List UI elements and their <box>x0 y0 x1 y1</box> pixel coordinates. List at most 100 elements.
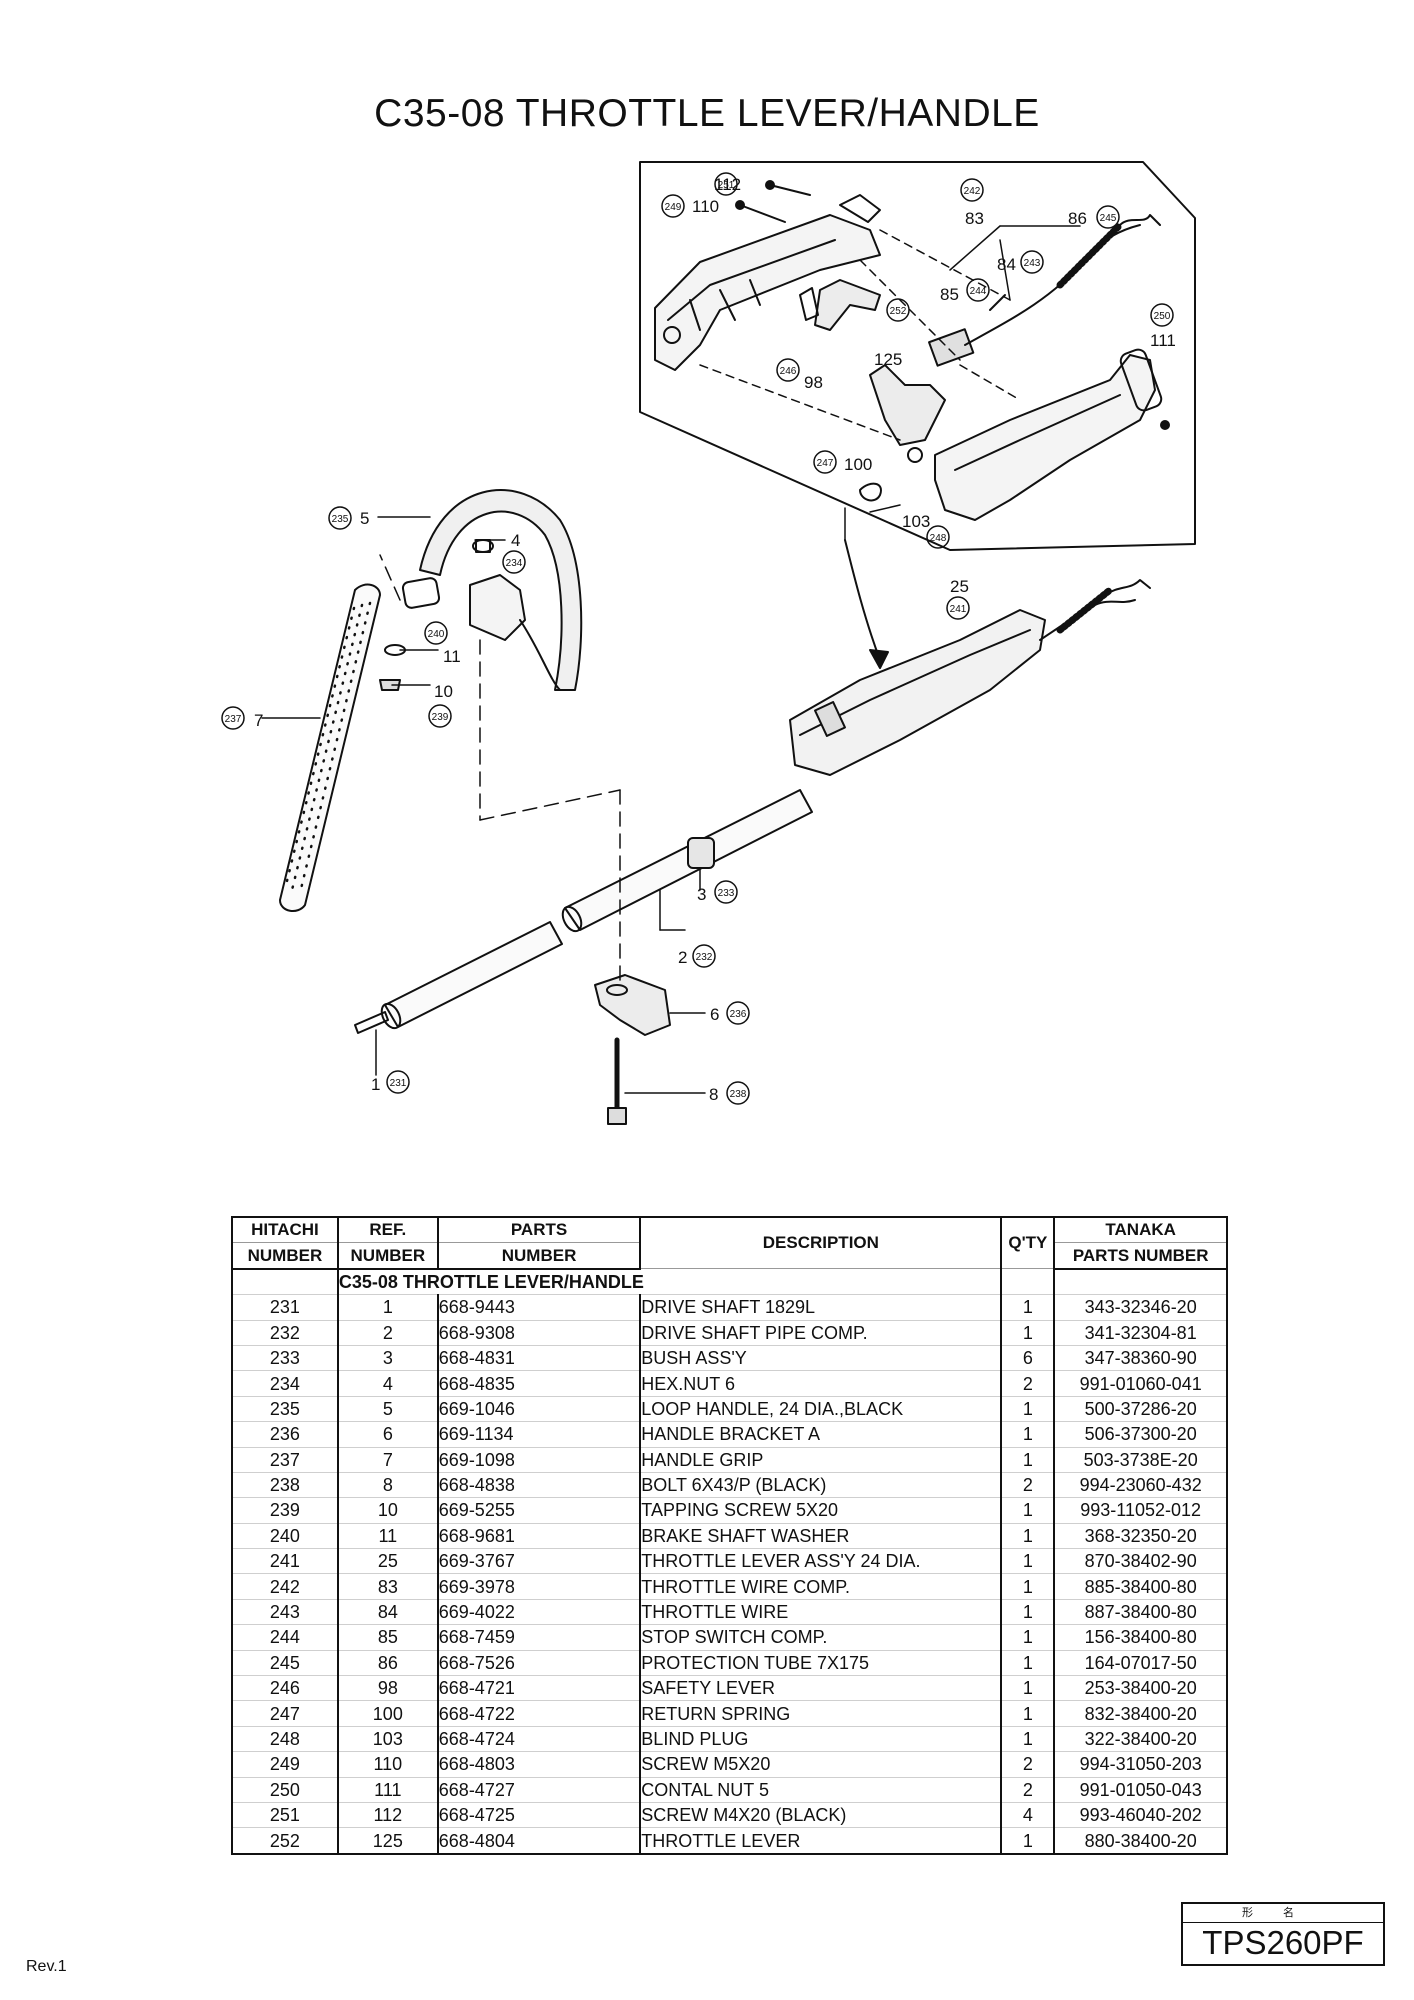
callout-hitachi-252: 252 <box>890 306 907 317</box>
parts-number-cell: 669-5255 <box>436 1497 642 1524</box>
hitachi-number-cell: 238 <box>231 1472 339 1499</box>
hitachi-number-cell: 245 <box>231 1650 339 1677</box>
description-cell: BUSH ASS'Y <box>639 1345 1003 1372</box>
callout-hitachi-232: 232 <box>696 952 713 963</box>
tanaka-number-cell: 322-38400-20 <box>1053 1726 1228 1753</box>
parts-number-cell: 669-1098 <box>436 1447 642 1473</box>
parts-number-cell: 669-3978 <box>436 1573 642 1600</box>
description-cell: THROTTLE LEVER <box>639 1827 1003 1855</box>
ref-number-cell: 125 <box>336 1827 439 1855</box>
parts-number-cell: 668-4725 <box>436 1802 642 1829</box>
callout-ref-1: 1 <box>371 1075 380 1094</box>
parts-number-cell: 668-7459 <box>436 1624 642 1651</box>
assembly-arrow <box>844 539 881 661</box>
ref-number-cell: 11 <box>336 1523 439 1550</box>
parts-number-cell: 668-4838 <box>436 1472 642 1499</box>
description-cell: DRIVE SHAFT 1829L <box>639 1294 1003 1321</box>
description-cell: LOOP HANDLE, 24 DIA.,BLACK <box>639 1396 1003 1423</box>
callout-hitachi-239: 239 <box>432 712 449 723</box>
qty-cell: 1 <box>1000 1599 1056 1626</box>
qty-cell: 1 <box>1000 1675 1056 1702</box>
hitachi-number-cell: 241 <box>231 1548 339 1575</box>
qty-cell: 1 <box>1000 1726 1056 1753</box>
callout-labels: 112 110 83 86 84 85 111 125 98 100 103 2… <box>254 175 1176 1104</box>
tanaka-number-cell: 832-38400-20 <box>1053 1700 1228 1727</box>
description-cell: TAPPING SCREW 5X20 <box>639 1497 1003 1524</box>
callout-hitachi-237: 237 <box>225 714 242 725</box>
header-description: DESCRIPTION <box>639 1216 1003 1270</box>
inset-guide-lines <box>699 229 1021 441</box>
hitachi-number-cell: 242 <box>231 1573 339 1600</box>
callout-hitachi-248: 248 <box>930 533 947 544</box>
upper-housing-half <box>654 194 881 371</box>
tanaka-number-cell: 991-01050-043 <box>1053 1777 1228 1803</box>
callout-ref-10: 10 <box>434 682 453 701</box>
throttle-housing-assembly <box>789 579 1151 776</box>
description-cell: HANDLE GRIP <box>639 1447 1003 1473</box>
callout-ref-100: 100 <box>844 455 872 474</box>
inset-detail-frame <box>639 161 1196 551</box>
qty-cell: 6 <box>1000 1345 1056 1372</box>
ref-number-cell: 100 <box>336 1700 439 1727</box>
description-cell: HANDLE BRACKET A <box>639 1421 1003 1448</box>
header-ref: REF. <box>336 1216 439 1244</box>
parts-number-cell: 668-9308 <box>436 1320 642 1346</box>
parts-number-cell: 668-4724 <box>436 1726 642 1753</box>
callout-ref-3: 3 <box>697 885 706 904</box>
callout-ref-5: 5 <box>360 509 369 528</box>
ref-number-cell: 84 <box>336 1599 439 1626</box>
callout-hitachi-245: 245 <box>1100 213 1117 224</box>
parts-number-cell: 668-4804 <box>436 1827 642 1855</box>
loop-handle <box>401 489 583 691</box>
callout-hitachi-234: 234 <box>506 558 523 569</box>
header-tanaka-parts-number: PARTS NUMBER <box>1053 1242 1228 1270</box>
tanaka-number-cell: 880-38400-20 <box>1053 1827 1228 1855</box>
header-hitachi: HITACHI <box>231 1216 339 1244</box>
hitachi-number-cell: 232 <box>231 1320 339 1346</box>
leader-lines <box>261 225 1081 1094</box>
tanaka-number-cell: 506-37300-20 <box>1053 1421 1228 1448</box>
tanaka-number-cell: 994-23060-432 <box>1053 1472 1228 1499</box>
parts-number-cell: 668-4727 <box>436 1777 642 1803</box>
ref-number-cell: 83 <box>336 1573 439 1600</box>
qty-cell: 1 <box>1000 1447 1056 1473</box>
hitachi-number-cell: 234 <box>231 1370 339 1397</box>
callout-hitachi-250: 250 <box>1154 311 1171 322</box>
header-ref-number: NUMBER <box>336 1242 439 1270</box>
callout-hitachi-240: 240 <box>428 629 445 640</box>
tanaka-number-cell: 994-31050-203 <box>1053 1751 1228 1778</box>
callout-ref-112: 112 <box>714 175 741 194</box>
parts-number-cell: 668-4803 <box>436 1751 642 1778</box>
callout-ref-11: 11 <box>443 647 461 666</box>
callout-hitachi-251: 251 <box>718 180 735 191</box>
description-cell: THROTTLE LEVER ASS'Y 24 DIA. <box>639 1548 1003 1575</box>
qty-cell: 1 <box>1000 1320 1056 1346</box>
description-cell: HEX.NUT 6 <box>639 1370 1003 1397</box>
revision-label: Rev.1 <box>26 1958 67 1975</box>
callout-ref-103: 103 <box>902 512 930 531</box>
callout-circles <box>221 172 1174 1105</box>
description-cell: SCREW M4X20 (BLACK) <box>639 1802 1003 1829</box>
tanaka-number-cell: 870-38402-90 <box>1053 1548 1228 1575</box>
hitachi-number-cell: 235 <box>231 1396 339 1423</box>
header-parts-number: NUMBER <box>436 1242 642 1270</box>
hitachi-number-cell: 233 <box>231 1345 339 1372</box>
parts-number-cell: 668-4831 <box>436 1345 642 1372</box>
qty-cell: 2 <box>1000 1777 1056 1803</box>
section-row: C35-08 THROTTLE LEVER/HANDLE <box>231 1268 1228 1296</box>
model-label: 形名 <box>1183 1904 1383 1923</box>
ref-number-cell: 3 <box>336 1345 439 1372</box>
callout-hitachi-244: 244 <box>970 286 987 297</box>
